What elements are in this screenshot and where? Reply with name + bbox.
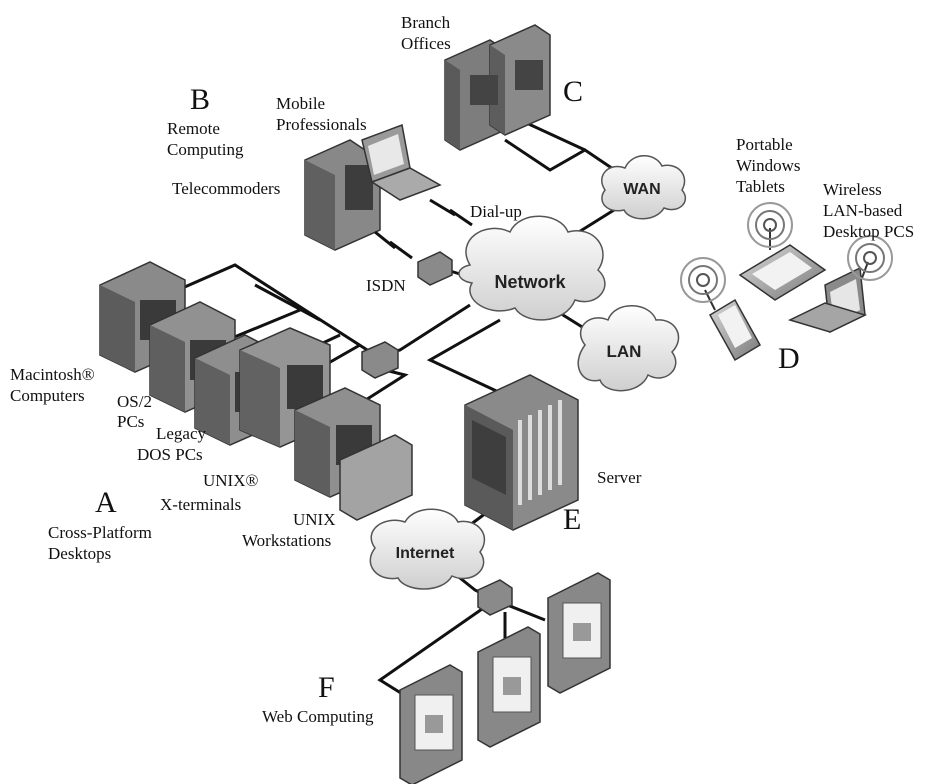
macintosh-label-1: Macintosh® bbox=[10, 365, 95, 384]
unix-xterm-label-1: UNIX® bbox=[203, 471, 259, 490]
macintosh-label-2: Computers bbox=[10, 386, 85, 405]
branch-office-computers bbox=[444, 24, 551, 151]
branch-offices-label-2: Offices bbox=[401, 34, 451, 53]
wireless-devices bbox=[680, 202, 893, 362]
unix-workstations-label-1: UNIX bbox=[293, 510, 336, 529]
isdn-label: ISDN bbox=[366, 276, 406, 295]
remote-computing-devices bbox=[304, 123, 473, 286]
internet-cloud: Internet bbox=[369, 508, 486, 590]
mobile-professionals-label-1: Mobile bbox=[276, 94, 326, 113]
web-computing-label: Web Computing bbox=[262, 707, 374, 726]
wan-cloud: WAN bbox=[601, 155, 687, 220]
cross-platform-label-2: Desktops bbox=[48, 544, 112, 563]
web-computing-terminals bbox=[399, 572, 611, 784]
telecommoders-label: Telecommoders bbox=[172, 179, 281, 198]
letter-b: B bbox=[190, 83, 211, 116]
letter-e: E bbox=[563, 503, 582, 536]
cross-platform-desktops bbox=[99, 261, 413, 521]
letter-c: C bbox=[563, 75, 584, 108]
lan-cloud: LAN bbox=[577, 305, 680, 392]
letter-a: A bbox=[95, 486, 117, 519]
network-cloud: Network bbox=[458, 215, 606, 321]
dialup-label: Dial-up bbox=[470, 202, 522, 221]
mobile-professionals-label-2: Professionals bbox=[276, 115, 367, 134]
wan-cloud-label: WAN bbox=[623, 181, 660, 198]
remote-computing-label-2: Computing bbox=[167, 140, 244, 159]
wireless-lan-label-2: LAN-based bbox=[823, 201, 903, 220]
remote-computing-label-1: Remote bbox=[167, 119, 220, 138]
internet-cloud-label: Internet bbox=[396, 545, 455, 562]
os2-label-1: OS/2 bbox=[117, 392, 152, 411]
legacy-dos-label-2: DOS PCs bbox=[137, 445, 203, 464]
branch-offices-label-1: Branch bbox=[401, 13, 451, 32]
wireless-lan-label-1: Wireless bbox=[823, 180, 882, 199]
lan-cloud-label: LAN bbox=[607, 342, 642, 361]
portable-tablets-label-1: Portable bbox=[736, 135, 793, 154]
unix-xterm-label-2: X-terminals bbox=[160, 495, 242, 514]
portable-tablets-label-2: Windows bbox=[736, 156, 801, 175]
os2-label-2: PCs bbox=[117, 412, 145, 431]
portable-tablets-label-3: Tablets bbox=[736, 177, 785, 196]
network-cloud-label: Network bbox=[494, 272, 566, 292]
letter-d: D bbox=[778, 342, 800, 375]
legacy-dos-label-1: Legacy bbox=[156, 424, 207, 443]
cross-platform-label-1: Cross-Platform bbox=[48, 523, 152, 542]
server-rack bbox=[464, 374, 579, 531]
unix-workstations-label-2: Workstations bbox=[242, 531, 332, 550]
letter-f: F bbox=[318, 671, 335, 704]
wireless-lan-label-3: Desktop PCS bbox=[823, 222, 915, 241]
server-label: Server bbox=[597, 468, 642, 487]
